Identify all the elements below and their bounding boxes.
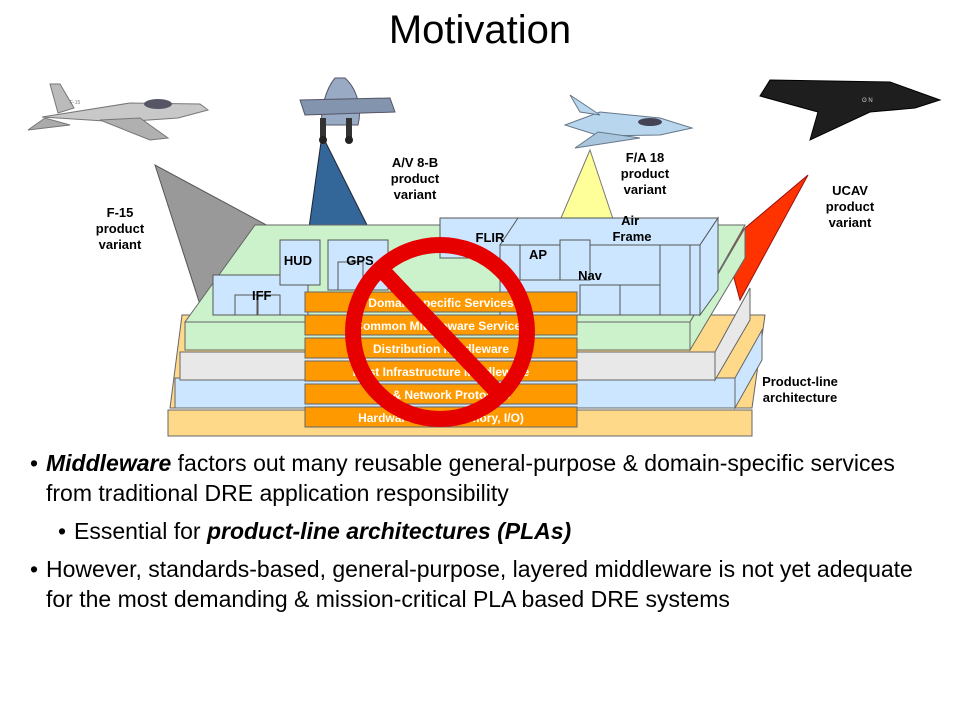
component-hud: HUD	[284, 253, 312, 268]
bullet-however-text: However, standards-based, general-purpos…	[46, 556, 913, 612]
bullet-middleware-emphasis: Middleware	[46, 450, 172, 476]
hornet-jet-icon	[563, 94, 694, 149]
layer-block-domain	[304, 291, 578, 313]
bullet-pla-text: Essential for	[74, 518, 207, 544]
av8b-beam	[307, 133, 373, 236]
bullet-marker: •	[30, 450, 39, 476]
layer-label-distribution: Distribution Middleware	[373, 342, 509, 356]
label-f15-variant: F-15 product variant	[95, 205, 145, 252]
component-air-frame: Air Frame	[612, 213, 651, 244]
harrier-jet-icon	[299, 77, 396, 144]
label-ucav-variant: UCAV product variant	[825, 183, 875, 230]
bullet-marker: •	[58, 518, 67, 544]
component-flir: FLIR	[476, 230, 505, 245]
air-frame-line: Air	[621, 213, 639, 228]
bullet-however: • However, standards-based, general-purpo…	[30, 554, 940, 614]
component-nav: Nav	[578, 268, 603, 283]
prohibition-icon	[345, 237, 535, 427]
label-product-line-architecture: Product-line architecture	[762, 374, 838, 405]
bullet-marker: •	[30, 556, 39, 582]
f15-tail-text: F-15	[70, 100, 81, 106]
air-frame-line: Frame	[612, 229, 651, 244]
label-av8b-variant: A/V 8-B product variant	[390, 155, 440, 202]
bullet-middleware: • Middleware factors out many reusable ge…	[30, 448, 940, 508]
ucav-markings: ʘ N	[862, 98, 873, 104]
product-line-diagram: Domain-specific Services Common Middlewa…	[27, 77, 942, 437]
bullet-middleware-text: factors out many reusable general-purpos…	[46, 450, 895, 506]
ucav-drone-icon: ʘ N	[759, 79, 942, 141]
layer-label-os: OS & Network Protocols	[372, 388, 511, 402]
layer-label-domain: Domain-specific Services	[368, 296, 514, 310]
component-ap: AP	[529, 247, 547, 262]
bullet-list: • Middleware factors out many reusable ge…	[30, 448, 940, 614]
slide-title: Motivation	[388, 8, 572, 52]
component-blocks-right	[439, 216, 719, 317]
bullet-pla-emphasis: product-line architectures (PLAs)	[206, 518, 572, 544]
component-iff: IFF	[252, 288, 272, 303]
component-gps: GPS	[346, 253, 374, 268]
bullet-pla: • Essential for product-line architecture…	[58, 516, 940, 546]
label-fa18-variant: F/A 18 product variant	[620, 150, 670, 197]
f15-jet-icon: F-15	[27, 83, 210, 141]
layer-label-host: Host Infrastructure Middleware	[353, 365, 530, 379]
fa18-beam	[557, 148, 616, 226]
